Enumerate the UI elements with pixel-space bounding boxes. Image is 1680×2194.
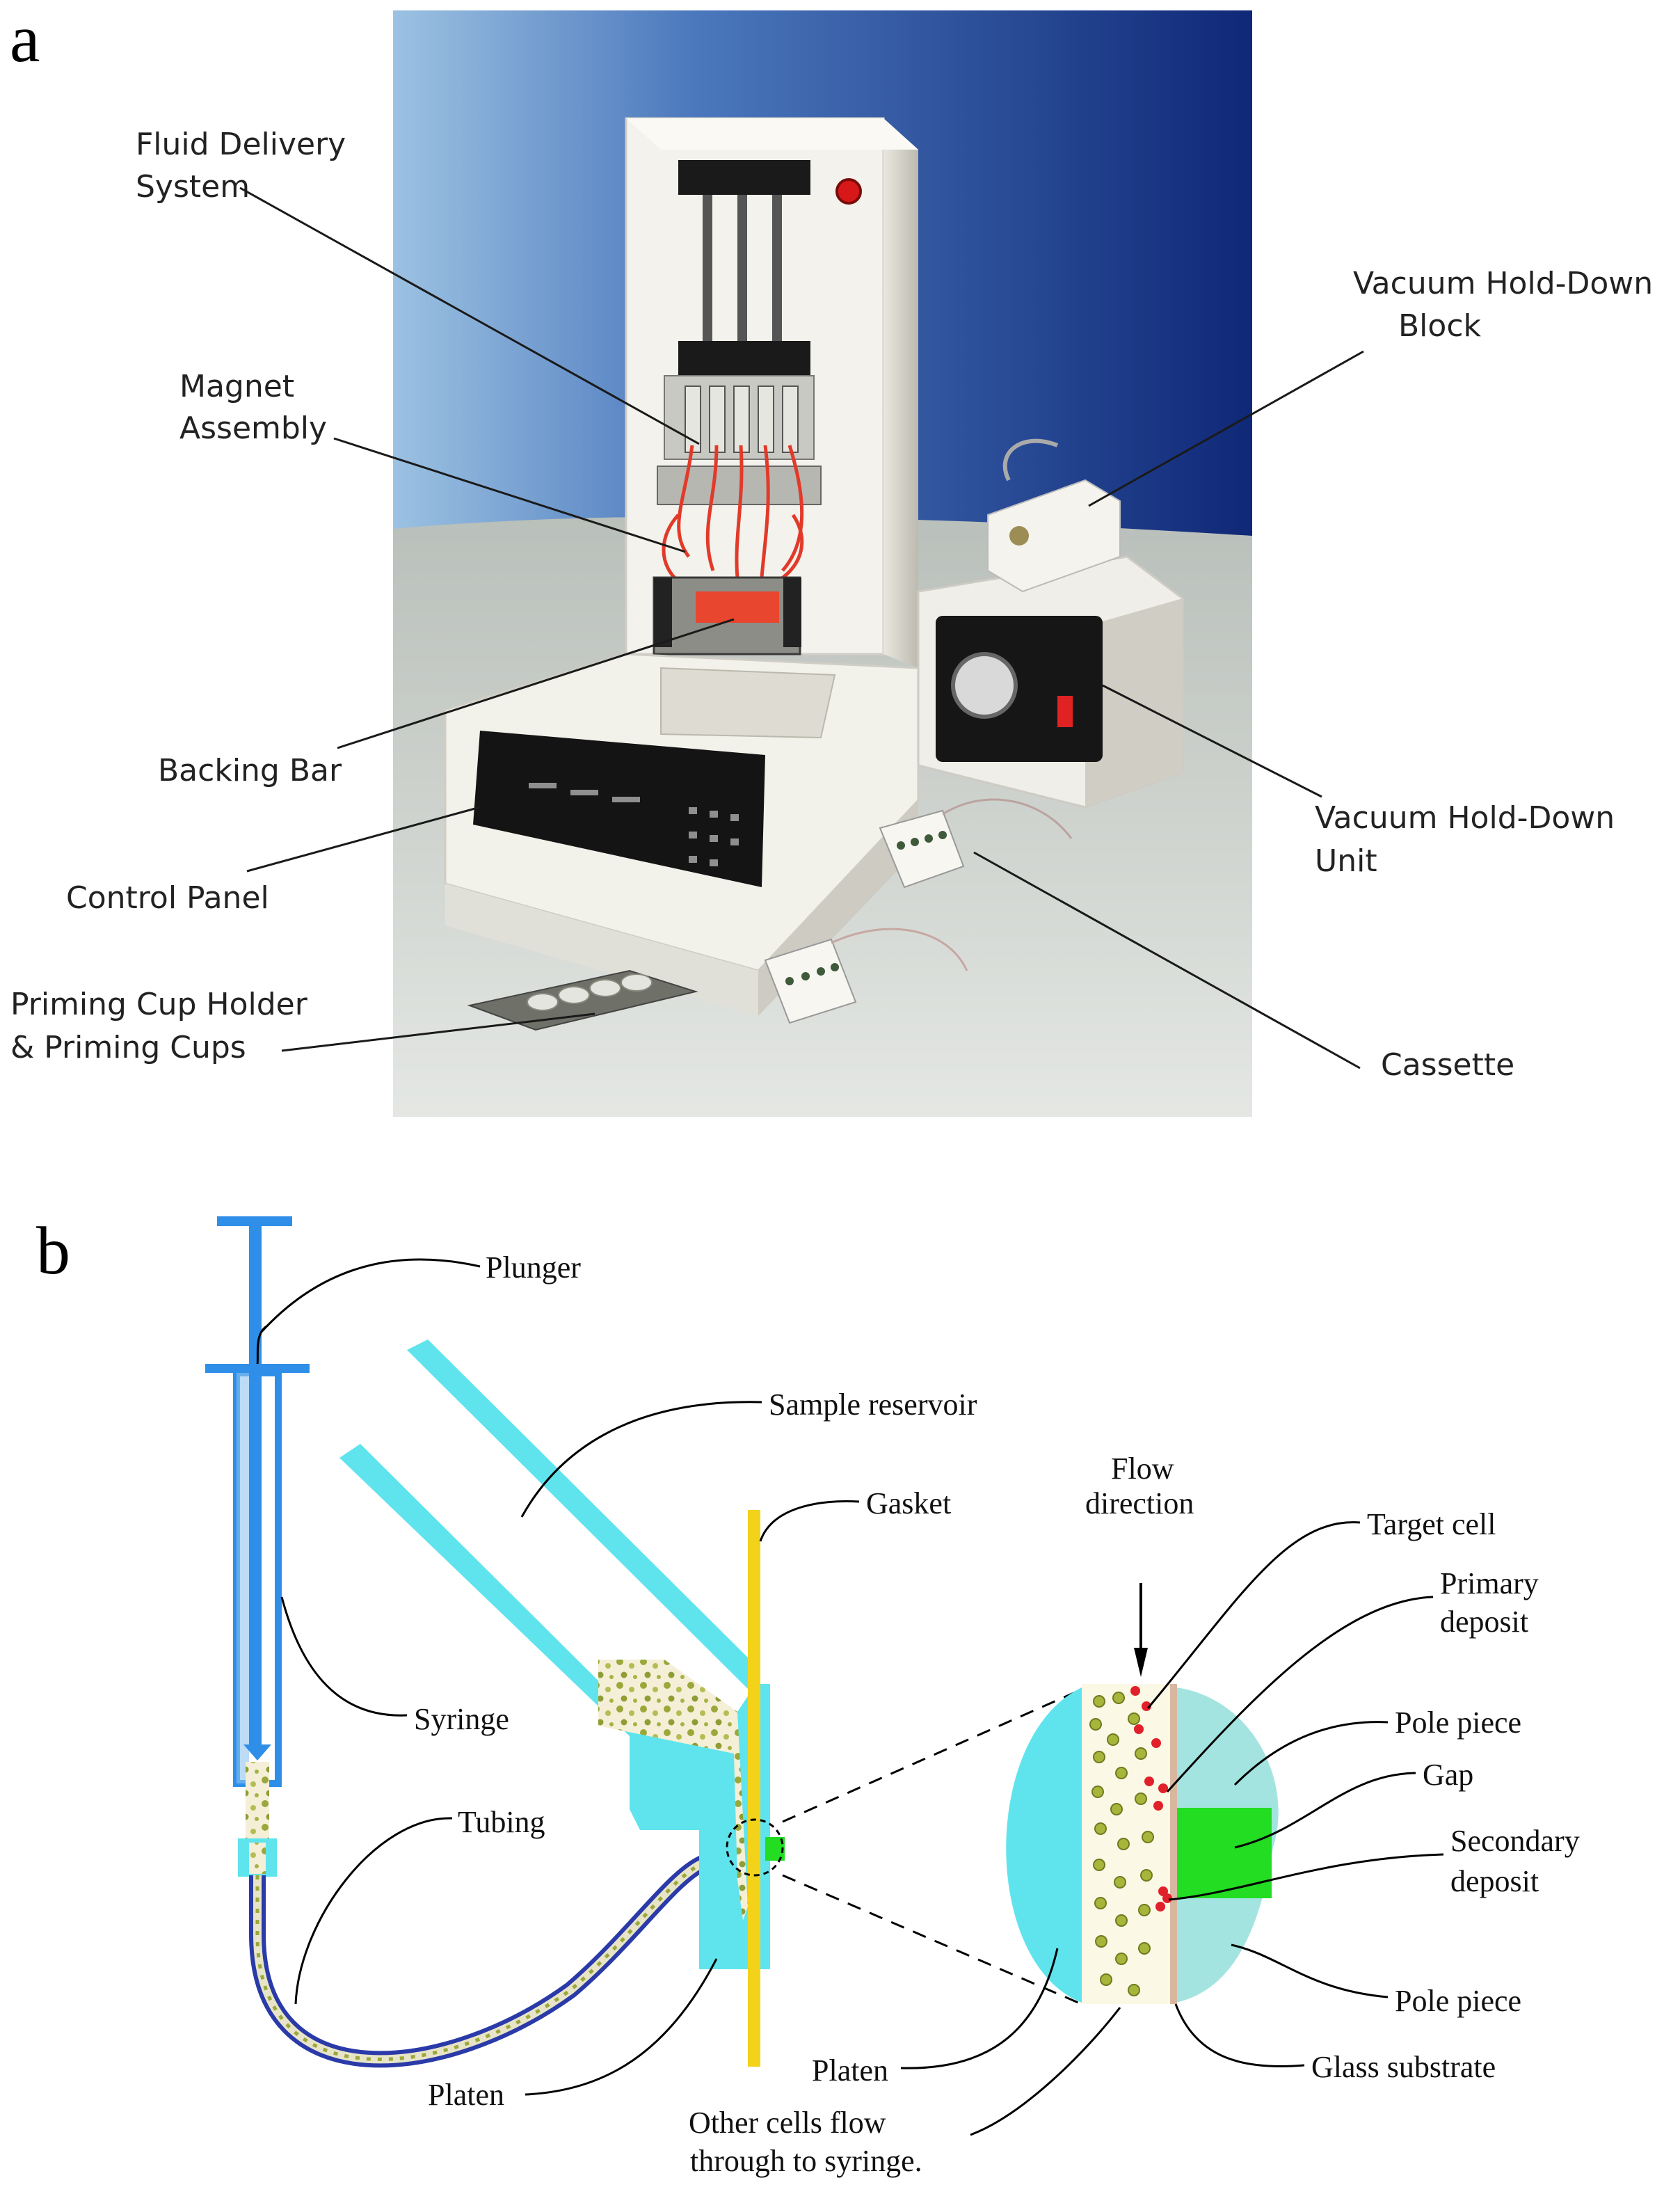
reservoir-lower-wall <box>339 1444 640 1736</box>
label-pole-piece-top: Pole piece <box>1395 1706 1521 1740</box>
gasket-bar <box>748 1510 760 2067</box>
gap-magnified <box>1176 1808 1272 1898</box>
label-glass-substrate: Glass substrate <box>1311 2050 1496 2084</box>
leader-sample-reservoir <box>520 1401 762 1518</box>
label-primary-deposit-2: deposit <box>1440 1605 1528 1639</box>
panel-b: b <box>36 1214 1580 2178</box>
leader-target-cell <box>1146 1521 1361 1709</box>
label-platen-right: Platen <box>812 2053 888 2088</box>
label-secondary-deposit-2: deposit <box>1450 1864 1539 1898</box>
leader-plunger <box>259 1258 481 1334</box>
label-syringe: Syringe <box>414 1702 509 1736</box>
sample-reservoir <box>339 1340 1079 2067</box>
flow-arrow <box>1134 1648 1148 1677</box>
plunger-tip <box>243 1744 271 1760</box>
reservoir-upper-wall <box>407 1340 750 1691</box>
label-tubing: Tubing <box>458 1805 545 1839</box>
leader-cassette <box>973 851 1361 1070</box>
priming-cup-holder <box>467 969 698 1031</box>
vacuum-gauge <box>951 652 1018 719</box>
label-flow-direction-2: direction <box>1085 1486 1194 1520</box>
leader-other-cells <box>970 2007 1121 2136</box>
label-fluid-delivery-1: Fluid Delivery <box>136 127 346 162</box>
label-plunger: Plunger <box>486 1250 581 1285</box>
label-gap: Gap <box>1423 1758 1473 1792</box>
syringe-flange <box>205 1364 310 1373</box>
label-gasket: Gasket <box>866 1486 951 1520</box>
label-magnet-1: Magnet <box>179 369 294 404</box>
leader-gap <box>1234 1772 1416 1849</box>
platen-body <box>630 1691 751 1969</box>
panel-a: a <box>10 1 1653 1117</box>
plunger-rod <box>249 1226 262 1744</box>
label-priming-2: & Priming Cups <box>10 1030 246 1065</box>
label-primary-deposit-1: Primary <box>1440 1566 1539 1600</box>
label-vacuum-block-2: Block <box>1398 308 1482 344</box>
label-other-cells-1: Other cells flow <box>689 2106 886 2140</box>
label-priming-1: Priming Cup Holder <box>10 987 308 1022</box>
label-target-cell: Target cell <box>1367 1507 1496 1541</box>
leader-glass-substrate <box>1174 2003 1305 2068</box>
zoom-circle <box>726 1818 784 1877</box>
leader-vacuum-block <box>1088 350 1364 507</box>
leader-tubing <box>294 1817 453 2005</box>
leader-fluid-delivery <box>239 186 700 445</box>
leader-pole-piece-bottom <box>1231 1943 1389 1998</box>
tubing <box>249 1852 753 2068</box>
reservoir-contents <box>598 1660 748 1921</box>
leader-priming <box>281 1012 595 1052</box>
cell-dots <box>1089 1692 1154 1996</box>
label-secondary-deposit-1: Secondary <box>1450 1824 1580 1858</box>
plunger-cap <box>217 1216 292 1226</box>
instrument-photo <box>393 10 1252 1117</box>
leader-vacuum-unit <box>1102 684 1322 798</box>
panel-a-letter: a <box>10 1 40 77</box>
vacuum-unit <box>917 438 1184 809</box>
magnified-view <box>1006 1583 1279 2004</box>
leader-backing-bar <box>337 618 735 749</box>
control-panel-display <box>473 731 765 887</box>
leader-pole-piece-top <box>1233 1721 1389 1786</box>
label-vacuum-unit-2: Unit <box>1315 843 1377 879</box>
leader-syringe <box>280 1596 408 1717</box>
panel-b-letter: b <box>36 1214 70 1289</box>
label-sample-reservoir: Sample reservoir <box>769 1388 977 1422</box>
label-control-panel: Control Panel <box>66 880 269 916</box>
label-vacuum-block-1: Vacuum Hold-Down <box>1353 266 1653 301</box>
leader-primary-deposit <box>1166 1596 1434 1793</box>
leader-magnet <box>333 437 686 553</box>
label-backing-bar: Backing Bar <box>158 753 342 788</box>
leader-secondary-deposit <box>1168 1853 1444 1901</box>
vacuum-switch <box>1057 696 1073 727</box>
label-pole-piece-bottom: Pole piece <box>1395 1984 1521 2018</box>
label-other-cells-2: through to syringe. <box>690 2144 922 2178</box>
syringe-contents <box>246 1762 269 1838</box>
label-cassette: Cassette <box>1381 1047 1514 1083</box>
leader-gasket <box>759 1500 860 1542</box>
label-platen-left: Platen <box>428 2078 504 2112</box>
label-vacuum-unit-1: Vacuum Hold-Down <box>1315 800 1615 836</box>
main-instrument <box>444 117 920 1016</box>
label-flow-direction-1: Flow <box>1111 1452 1174 1486</box>
leader-control-panel <box>246 806 481 873</box>
syringe-assembly <box>205 1216 310 1877</box>
power-indicator <box>835 178 862 205</box>
platen-magnified <box>1006 1687 1082 2003</box>
cassettes <box>764 798 1073 1024</box>
label-fluid-delivery-2: System <box>136 169 250 205</box>
leader-platen-right <box>900 1948 1059 2069</box>
glass-substrate-line <box>1170 1684 1177 2004</box>
label-magnet-2: Assembly <box>179 411 327 446</box>
leader-platen-left <box>525 1958 718 2096</box>
target-cells <box>1130 1686 1172 1911</box>
